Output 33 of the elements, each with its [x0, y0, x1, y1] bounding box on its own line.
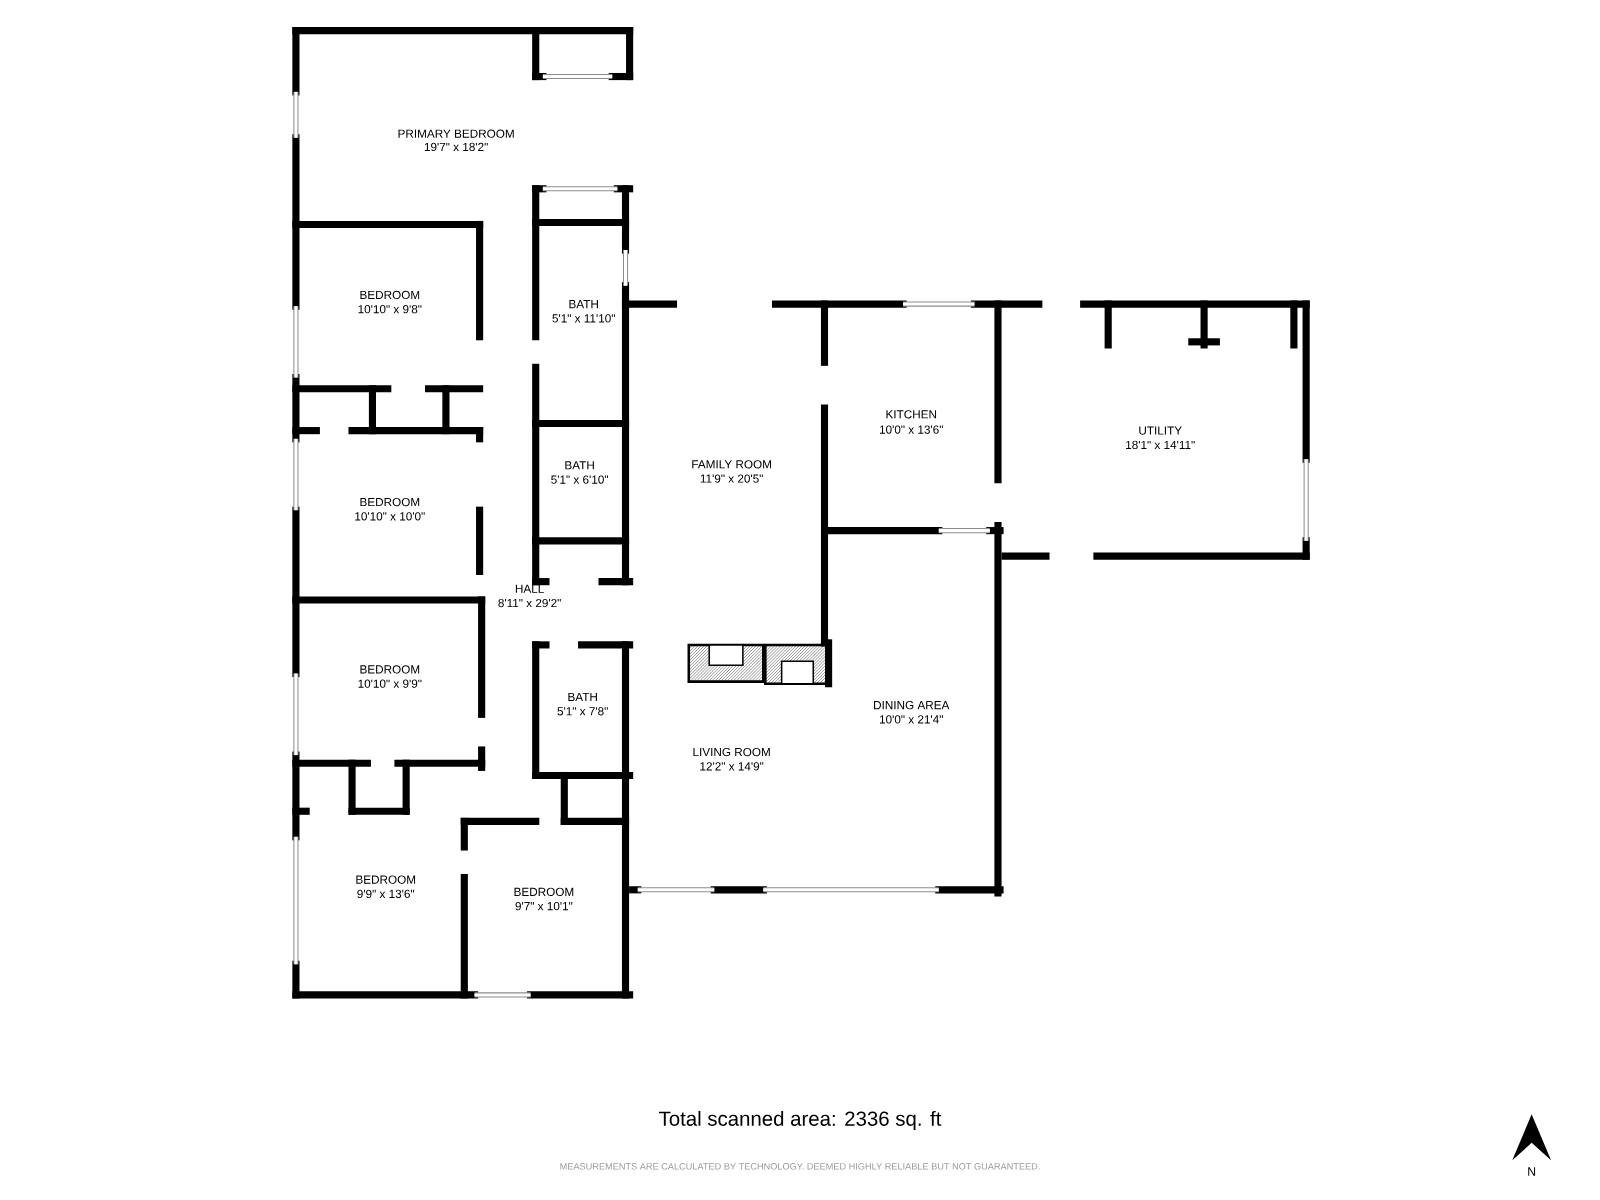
room-dimensions: 11'9" x 20'5": [700, 474, 763, 483]
room-name: DINING AREA: [874, 700, 950, 710]
room-name: LIVING ROOM: [693, 747, 770, 757]
north-label: N: [1528, 1167, 1536, 1176]
room-dimensions: 12'2" x 14'9": [700, 762, 764, 771]
room-name: HALL: [515, 584, 544, 593]
total-area-text: Total scanned area: 2336 sq. ft: [659, 1110, 942, 1130]
room-name: BEDROOM: [360, 497, 420, 507]
room-name: FAMILY ROOM: [692, 460, 771, 469]
room-dimensions: 10'10" x 9'9": [358, 679, 422, 688]
room-dimensions: 10'0" x 21'4": [879, 715, 943, 724]
room-dimensions: 10'10" x 10'0": [355, 512, 425, 521]
room-dimensions: 19'7" x 18'2": [424, 142, 488, 152]
room-name: BEDROOM: [356, 875, 416, 884]
room-name: BATH: [568, 692, 597, 701]
room-dimensions: 8'11" x 29'2": [498, 598, 561, 608]
room-dimensions: 9'9" x 13'6": [357, 889, 415, 899]
room-name: BATH: [569, 300, 598, 309]
room-name: PRIMARY BEDROOM: [398, 129, 514, 138]
room-dimensions: 10'0" x 13'6": [879, 425, 943, 434]
room-dimensions: 9'7" x 10'1": [515, 902, 573, 911]
room-name: KITCHEN: [886, 410, 937, 419]
room-dimensions: 5'1" x 7'8": [557, 707, 608, 716]
room-name: BATH: [565, 461, 594, 470]
room-dimensions: 10'10" x 9'8": [358, 305, 422, 314]
room-name: UTILITY: [1139, 426, 1182, 435]
room-dimensions: 18'1" x 14'11": [1126, 440, 1195, 450]
room-name: BEDROOM: [514, 887, 574, 896]
room-name: BEDROOM: [360, 665, 420, 674]
room-dimensions: 5'1" x 11'10": [552, 314, 615, 323]
disclaimer-text: MEASUREMENTS ARE CALCULATED BY TECHNOLOGY. DEEMED HIGHLY RELIABLE BUT NOT GUARANTEED.: [560, 1163, 1040, 1170]
room-name: BEDROOM: [360, 290, 420, 300]
room-dimensions: 5'1" x 6'10": [551, 475, 608, 484]
